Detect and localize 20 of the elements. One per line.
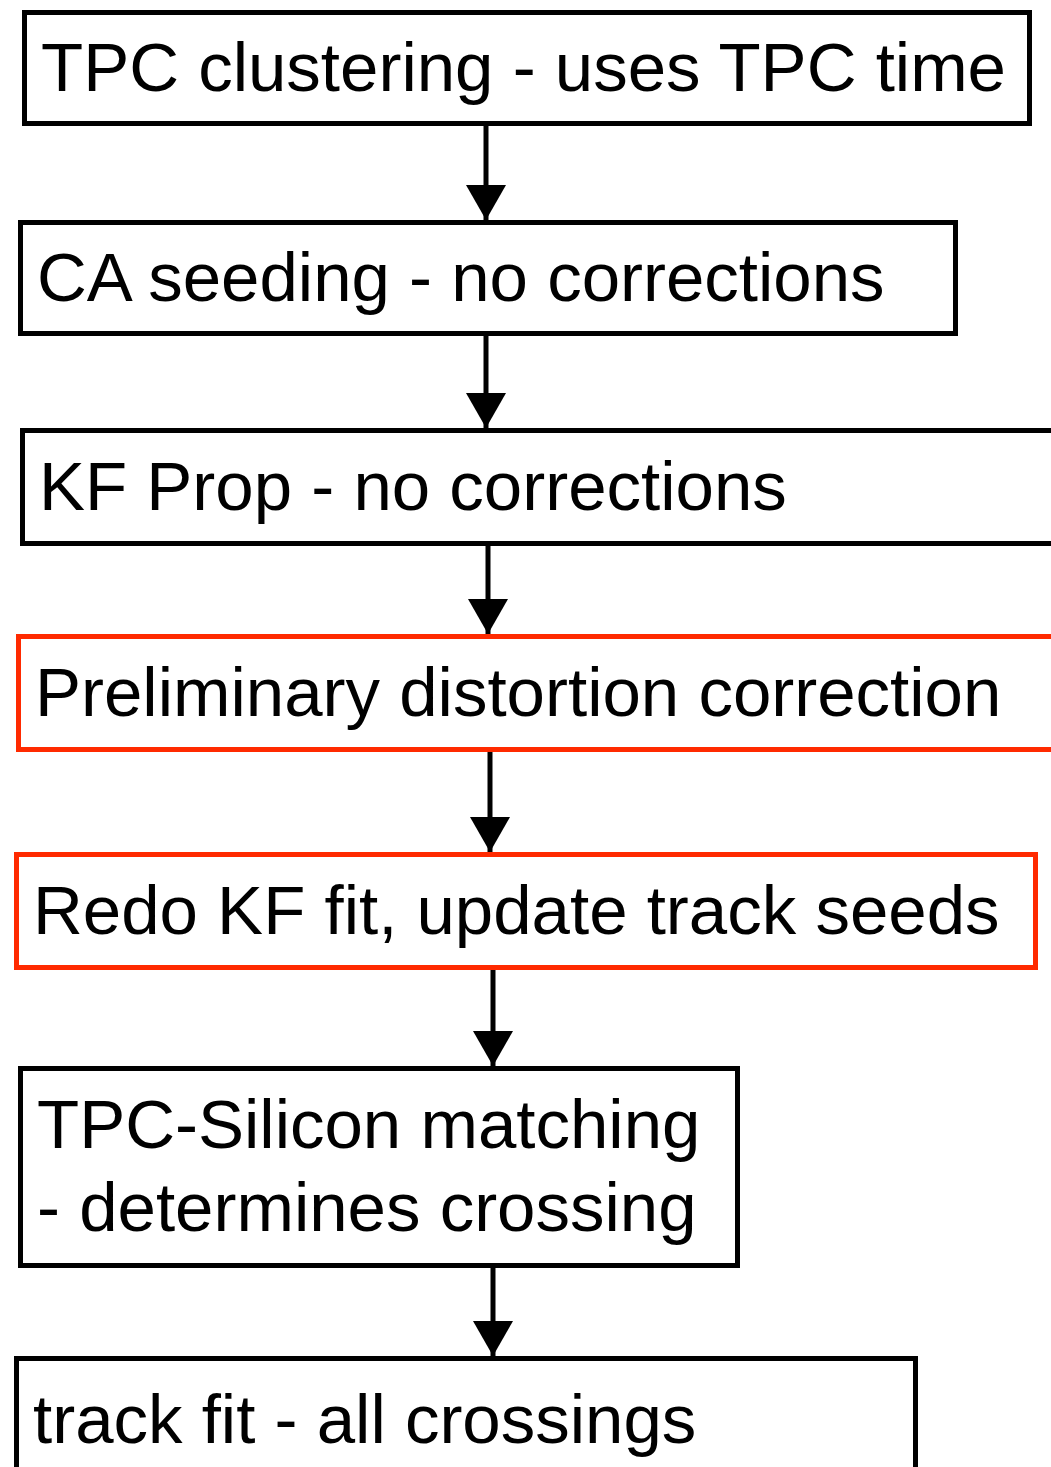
step-label: KF Prop - no corrections bbox=[39, 446, 787, 527]
process-box bbox=[20, 428, 1051, 546]
arrow bbox=[466, 126, 506, 220]
process-box bbox=[18, 1066, 740, 1268]
arrow bbox=[470, 752, 510, 852]
process-box bbox=[18, 220, 958, 336]
step-label: track fit - all crossings bbox=[33, 1380, 697, 1460]
process-box bbox=[14, 1356, 918, 1467]
arrow bbox=[473, 970, 513, 1066]
process-box bbox=[22, 10, 1032, 126]
arrow bbox=[473, 1268, 513, 1356]
step-label: Redo KF fit, update track seeds bbox=[33, 870, 1000, 951]
arrow bbox=[468, 546, 508, 634]
step-label: Preliminary distortion correction bbox=[35, 652, 1002, 733]
step-label: CA seeding - no corrections bbox=[37, 237, 885, 318]
arrow bbox=[466, 336, 506, 428]
process-box bbox=[14, 852, 1038, 970]
step-label: TPC-Silicon matching - determines crossing bbox=[37, 1085, 702, 1248]
step-label: TPC clustering - uses TPC time bbox=[41, 27, 1006, 108]
process-box bbox=[16, 634, 1051, 752]
